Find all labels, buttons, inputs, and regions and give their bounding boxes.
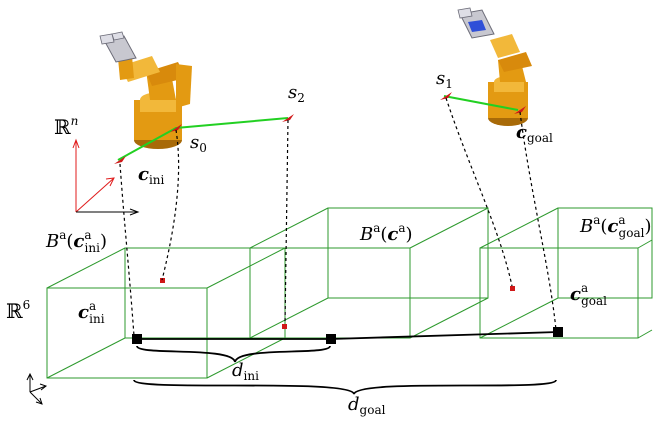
anchor-mid [326, 334, 336, 344]
gripper-hand-icon-ini [99, 31, 137, 63]
marker-c-ini [114, 156, 126, 164]
s2-label: s2 [288, 82, 305, 105]
marker-s2 [282, 114, 294, 122]
robot-arm-icon-ini [99, 31, 192, 149]
anchor-goal [553, 327, 563, 337]
marker-s0 [170, 124, 182, 132]
s0-label: s0 [190, 132, 207, 155]
box-mid [249, 207, 489, 339]
c-ini-label: cini [138, 164, 165, 187]
rn-frame [72, 138, 115, 213]
marker-proj-s1 [510, 286, 515, 291]
box-goal [479, 207, 653, 339]
anchor-ini [132, 334, 142, 344]
anchor-nodes [132, 327, 563, 344]
box-mid-label: Ba(ca) [359, 221, 413, 245]
config-markers [114, 92, 526, 329]
space-rn-label: ℝn [54, 114, 78, 139]
marker-proj-s0 [160, 278, 165, 283]
marker-c-goal [514, 106, 526, 114]
anchor-links [137, 331, 559, 340]
rn-frame-x-axis [76, 208, 140, 216]
c-goal-label: cgoal [516, 122, 553, 145]
projection-lines [119, 97, 557, 337]
r6-frame [26, 372, 48, 405]
space-r6-label: ℝ6 [6, 298, 30, 323]
s1-label: s1 [436, 68, 453, 91]
box-ini [46, 247, 286, 379]
gripper-hand-icon-goal [457, 7, 495, 39]
distance-braces [133, 345, 557, 398]
marker-s1 [440, 92, 452, 100]
robot-arm-icon-goal [457, 7, 532, 126]
d-ini-label: dini [232, 360, 259, 383]
marker-proj-s2 [282, 324, 287, 329]
d-goal-label: dgoal [348, 394, 386, 417]
